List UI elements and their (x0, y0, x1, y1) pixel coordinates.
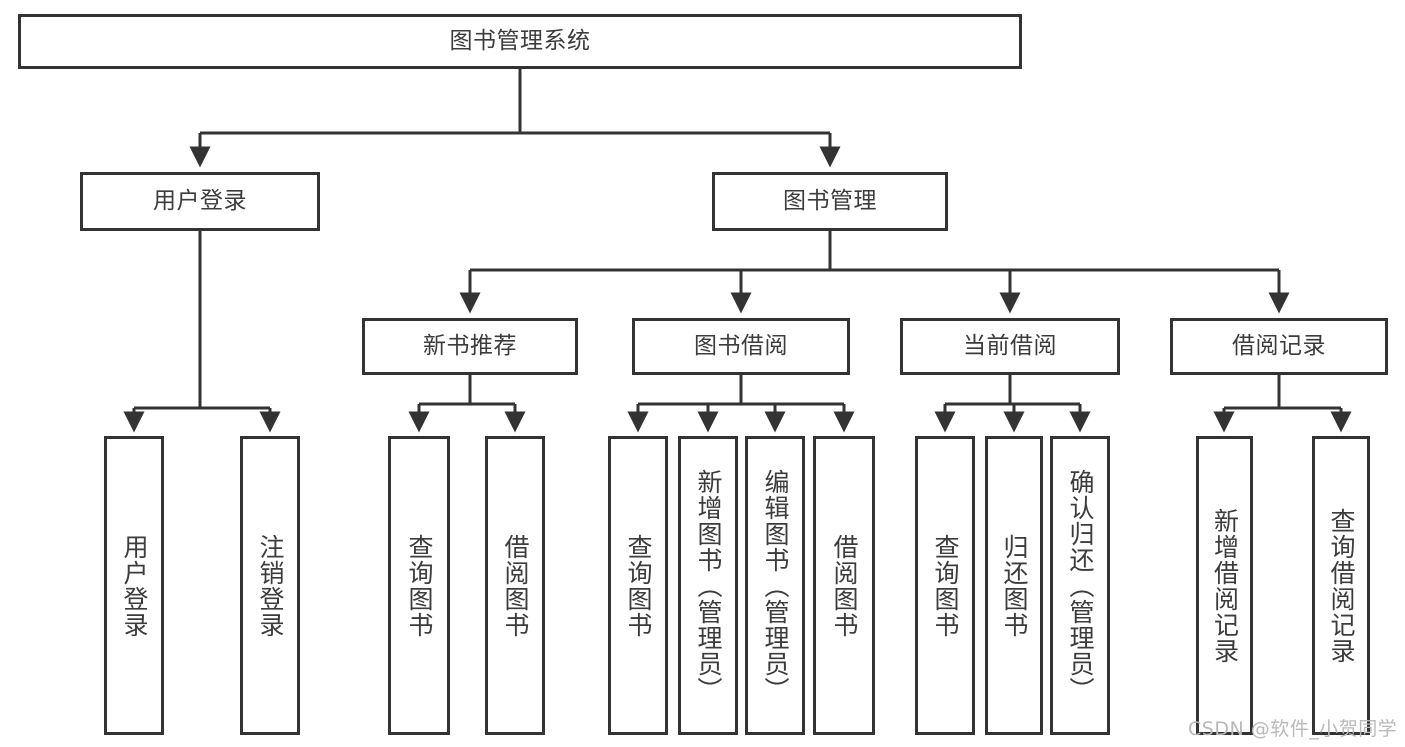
node-book-management-label: 图书管理 (783, 188, 877, 214)
leaf-query-book-3[interactable]: 查询图书 (915, 436, 975, 735)
node-current-borrow[interactable]: 当前借阅 (900, 318, 1120, 375)
leaf-user-login-label: 用户登录 (120, 533, 149, 638)
leaf-logout-login[interactable]: 注销登录 (240, 436, 300, 735)
leaf-edit-book[interactable]: 编辑图书（管理员） (745, 436, 805, 735)
leaf-confirm-return[interactable]: 确认归还（管理员） (1050, 436, 1110, 735)
node-new-book-recommend[interactable]: 新书推荐 (362, 318, 578, 375)
node-new-book-recommend-label: 新书推荐 (423, 333, 517, 359)
leaf-query-book-2[interactable]: 查询图书 (608, 436, 668, 735)
node-user-login[interactable]: 用户登录 (80, 172, 320, 231)
leaf-add-book-label: 新增图书（管理员） (694, 468, 723, 703)
leaf-query-borrow-record-label: 查询借阅记录 (1327, 507, 1356, 664)
leaf-add-borrow-record[interactable]: 新增借阅记录 (1196, 436, 1253, 735)
node-current-borrow-label: 当前借阅 (963, 333, 1057, 359)
leaf-query-book-1[interactable]: 查询图书 (388, 436, 450, 735)
leaf-return-book-label: 归还图书 (1000, 533, 1029, 638)
node-user-login-label: 用户登录 (153, 188, 247, 214)
leaf-add-book[interactable]: 新增图书（管理员） (678, 436, 738, 735)
leaf-borrow-book-2-label: 借阅图书 (830, 533, 859, 638)
node-borrow-record[interactable]: 借阅记录 (1170, 318, 1388, 375)
node-book-borrow-label: 图书借阅 (694, 333, 788, 359)
leaf-edit-book-label: 编辑图书（管理员） (761, 468, 790, 703)
leaf-return-book[interactable]: 归还图书 (985, 436, 1043, 735)
leaf-query-borrow-record[interactable]: 查询借阅记录 (1312, 436, 1370, 735)
leaf-confirm-return-label: 确认归还（管理员） (1066, 468, 1095, 703)
leaf-user-login[interactable]: 用户登录 (104, 436, 164, 735)
leaf-add-borrow-record-label: 新增借阅记录 (1210, 507, 1240, 664)
leaf-borrow-book-1[interactable]: 借阅图书 (485, 436, 545, 735)
leaf-logout-login-label: 注销登录 (256, 533, 285, 638)
leaf-query-book-3-label: 查询图书 (931, 533, 960, 638)
node-root[interactable]: 图书管理系统 (18, 14, 1022, 69)
leaf-borrow-book-1-label: 借阅图书 (501, 533, 530, 638)
leaf-borrow-book-2[interactable]: 借阅图书 (813, 436, 875, 735)
node-root-label: 图书管理系统 (449, 28, 591, 54)
leaf-query-book-1-label: 查询图书 (405, 533, 434, 638)
leaf-query-book-2-label: 查询图书 (624, 533, 653, 638)
node-book-borrow[interactable]: 图书借阅 (632, 318, 850, 375)
csdn-watermark: CSDN @软件_小贺同学 (1188, 718, 1398, 740)
node-book-management[interactable]: 图书管理 (712, 172, 948, 231)
node-borrow-record-label: 借阅记录 (1232, 333, 1326, 359)
